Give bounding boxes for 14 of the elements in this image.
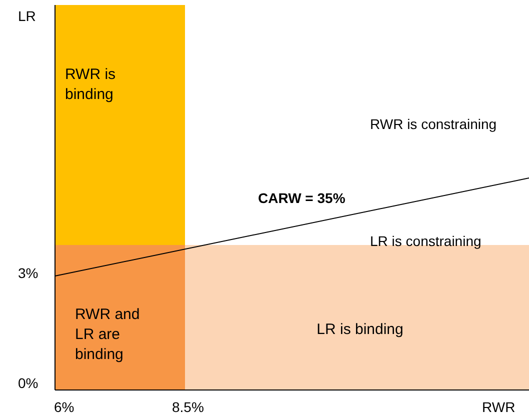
region-area xyxy=(55,245,185,390)
tick-label: 8.5% xyxy=(172,399,204,415)
axis-label: RWR xyxy=(482,399,516,415)
area-note: RWR is constraining xyxy=(370,116,497,132)
area-note: LR is constraining xyxy=(370,233,482,249)
region-label: RWR and LR are binding xyxy=(75,305,141,365)
region-label: RWR is binding xyxy=(65,65,117,105)
region-area xyxy=(55,5,185,245)
axis-label: LR xyxy=(18,8,36,24)
tick-label: 6% xyxy=(54,399,74,415)
tick-label: 0% xyxy=(18,375,38,391)
tick-label: 3% xyxy=(18,265,38,281)
region-label: LR is binding xyxy=(316,320,404,340)
line-label: CARW = 35% xyxy=(258,190,346,206)
